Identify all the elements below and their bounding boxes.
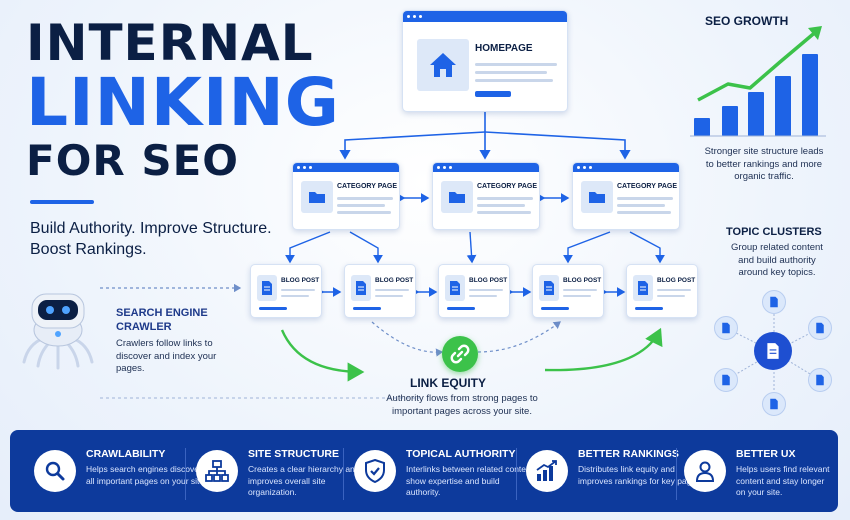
blog-card-1: BLOG POST — [250, 264, 322, 318]
feature-text: Helps search engines discover all import… — [86, 464, 207, 486]
divider — [343, 448, 344, 500]
title-underline — [30, 200, 94, 204]
document-icon — [633, 275, 653, 301]
feature-title: TOPICAL AUTHORITY — [406, 448, 516, 460]
document-icon — [445, 275, 465, 301]
cluster-node-icon — [762, 392, 786, 416]
category-card-3: CATEGORY PAGE — [572, 162, 680, 230]
equity-arc-right — [544, 327, 663, 372]
document-icon — [351, 275, 371, 301]
feature-title: BETTER UX — [736, 448, 796, 460]
feature-better-rankings: BETTER RANKINGS Distributes link equity … — [526, 440, 703, 506]
magnifier-icon — [34, 450, 76, 492]
divider — [185, 448, 186, 500]
homepage-label: HOMEPAGE — [475, 43, 533, 54]
crawler-title: SEARCH ENGINE CRAWLER — [116, 307, 208, 333]
blog-card-2: BLOG POST — [344, 264, 416, 318]
crawler-robot-icon — [14, 288, 102, 370]
cluster-node-icon — [808, 368, 832, 392]
feature-title: CRAWLABILITY — [86, 448, 166, 460]
bar-chart-icon — [526, 450, 568, 492]
divider — [676, 448, 677, 500]
chain-link-icon — [442, 336, 478, 372]
cluster-node-icon — [762, 290, 786, 314]
topic-clusters-title: TOPIC CLUSTERS — [726, 226, 822, 238]
link-equity-title: LINK EQUITY — [410, 376, 487, 390]
feature-title: BETTER RANKINGS — [578, 448, 679, 460]
title-line-1: INTERNAL — [26, 14, 314, 72]
title-line-2: LINKING — [26, 64, 340, 141]
cluster-node-icon — [808, 316, 832, 340]
crawler-text: Crawlers follow links to discover and in… — [116, 338, 217, 374]
link-equity-text: Authority flows from strong pages to imp… — [386, 393, 538, 417]
feature-title: SITE STRUCTURE — [248, 448, 340, 460]
seo-growth-title: SEO GROWTH — [705, 14, 789, 28]
link-home-left — [339, 131, 486, 160]
folder-icon — [581, 181, 613, 213]
feature-text: Distributes link equity and improves ran… — [578, 464, 703, 486]
user-icon — [684, 450, 726, 492]
tagline: Build Authority. Improve Structure. Boos… — [30, 220, 272, 258]
homepage-card: HOMEPAGE — [402, 10, 568, 112]
feature-text: Creates a clear hierarchy and improves o… — [248, 464, 360, 497]
feature-crawlability: CRAWLABILITY Helps search engines discov… — [34, 440, 206, 506]
blog-label: BLOG POST — [281, 277, 320, 284]
blog-card-4: BLOG POST — [532, 264, 604, 318]
topic-clusters-text: Group related content and build authorit… — [731, 242, 823, 278]
category-card-1: CATEGORY PAGE — [292, 162, 400, 230]
blog-label: BLOG POST — [657, 277, 696, 284]
blog-label: BLOG POST — [375, 277, 414, 284]
folder-icon — [301, 181, 333, 213]
feature-text: Helps users find relevant content and st… — [736, 464, 830, 497]
document-icon — [257, 275, 277, 301]
blog-label: BLOG POST — [563, 277, 602, 284]
hierarchy-icon — [196, 450, 238, 492]
growth-chart-icon — [690, 26, 826, 137]
feature-topical-authority: TOPICAL AUTHORITY Interlinks between rel… — [354, 440, 533, 506]
home-icon — [417, 39, 469, 91]
category-label: CATEGORY PAGE — [477, 183, 538, 190]
shield-check-icon — [354, 450, 396, 492]
seo-growth-text: Stronger site structure leads to better … — [704, 146, 824, 182]
cluster-node-icon — [714, 368, 738, 392]
feature-site-structure: SITE STRUCTURE Creates a clear hierarchy… — [196, 440, 360, 506]
category-card-2: CATEGORY PAGE — [432, 162, 540, 230]
document-icon — [539, 275, 559, 301]
blog-label: BLOG POST — [469, 277, 508, 284]
link-home-right — [484, 131, 631, 160]
category-label: CATEGORY PAGE — [617, 183, 678, 190]
category-label: CATEGORY PAGE — [337, 183, 398, 190]
cluster-node-icon — [714, 316, 738, 340]
equity-arc-left — [280, 329, 365, 382]
folder-icon — [441, 181, 473, 213]
blog-card-3: BLOG POST — [438, 264, 510, 318]
blog-card-5: BLOG POST — [626, 264, 698, 318]
feature-text: Interlinks between related content show … — [406, 464, 534, 497]
feature-better-ux: BETTER UX Helps users find relevant cont… — [684, 440, 834, 506]
title-line-3: FOR SEO — [26, 136, 240, 185]
divider — [516, 448, 517, 500]
cluster-hub-icon — [754, 332, 792, 370]
